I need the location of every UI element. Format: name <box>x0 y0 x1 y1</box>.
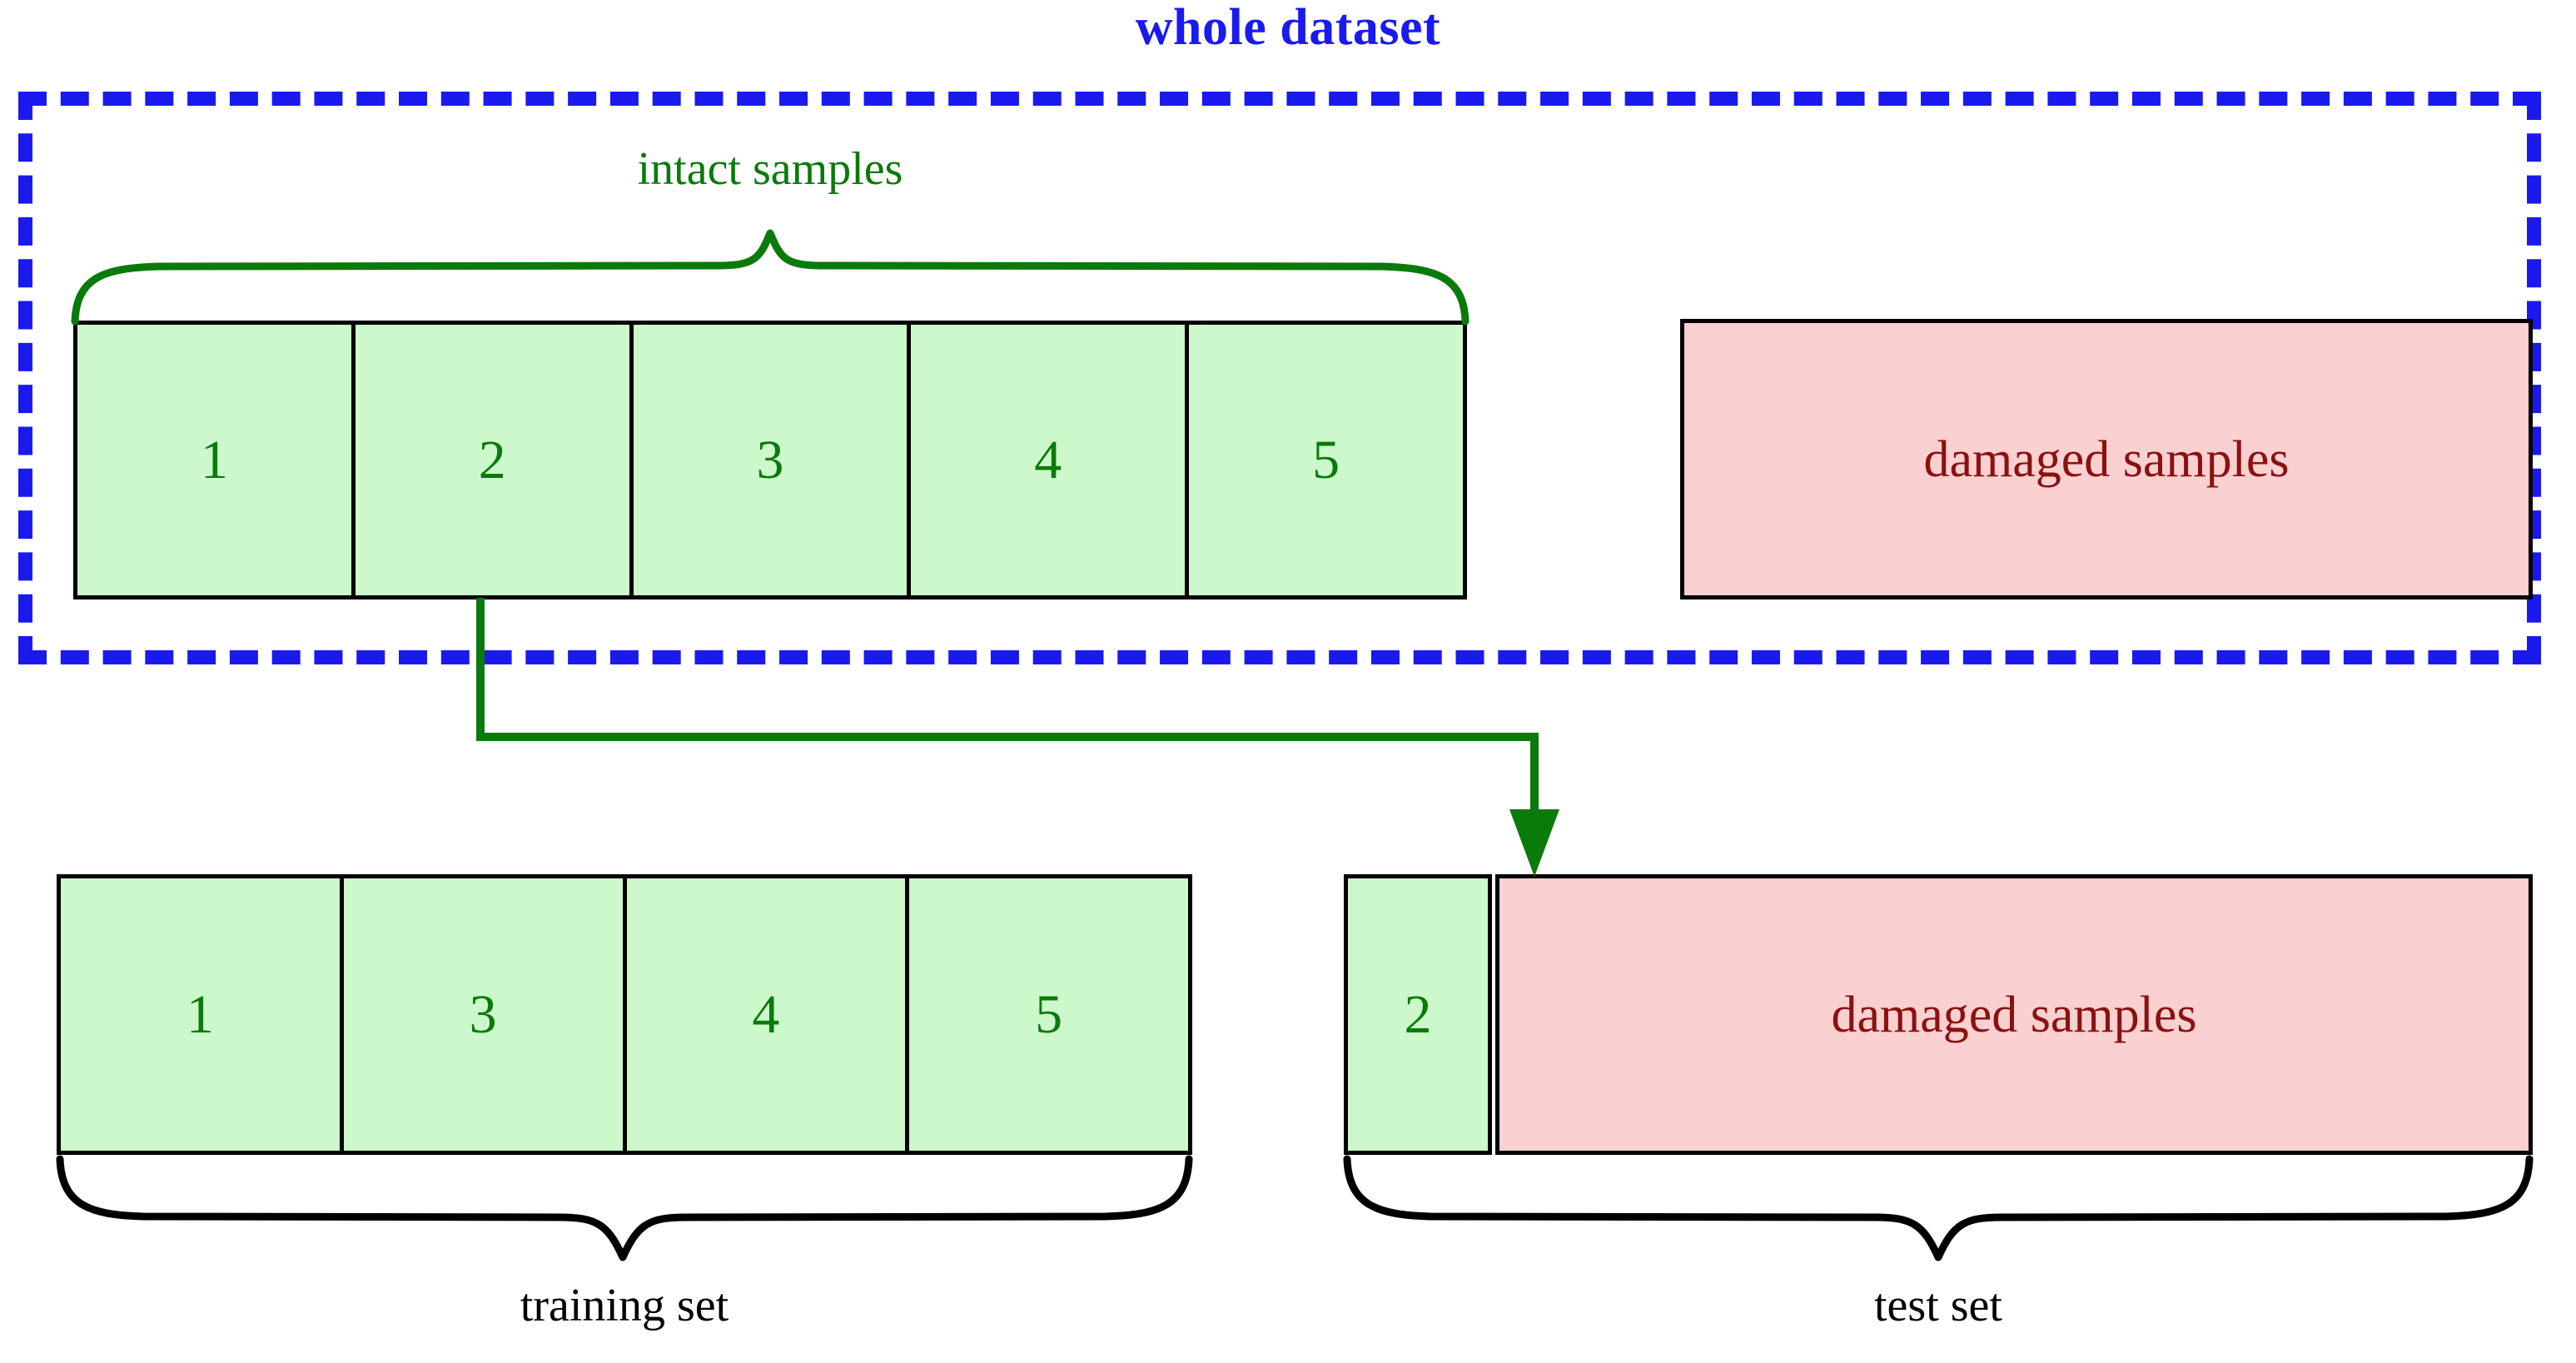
intact-samples-label: intact samples <box>637 143 903 195</box>
sample-cell[interactable]: 4 <box>907 321 1190 599</box>
sample-cell[interactable]: 1 <box>73 321 356 599</box>
damaged-samples-label[interactable]: damaged samples <box>1495 874 2533 1155</box>
damaged-samples-label[interactable]: damaged samples <box>1680 319 2533 599</box>
test-set-row: 2 damaged samples <box>1344 874 2533 1155</box>
connector-arrowhead <box>1509 809 1559 877</box>
sample-cell[interactable]: 4 <box>622 874 910 1155</box>
held-out-sample-cell[interactable]: 2 <box>1344 874 1492 1155</box>
test-set-brace <box>1343 1155 2534 1261</box>
whole-dataset-title: whole dataset <box>1135 0 1441 56</box>
sample-cell[interactable]: 5 <box>1185 321 1467 599</box>
training-set-label: training set <box>520 1280 729 1331</box>
training-set-brace <box>56 1155 1193 1261</box>
training-set-row: 1 3 4 5 <box>57 874 1192 1155</box>
damaged-samples-box-top: damaged samples <box>1680 319 2533 599</box>
sample-cell[interactable]: 3 <box>339 874 627 1155</box>
sample-cell[interactable]: 3 <box>629 321 912 599</box>
intact-samples-row: 1 2 3 4 5 <box>73 321 1467 599</box>
sample-cell[interactable]: 2 <box>351 321 634 599</box>
test-set-label: test set <box>1874 1280 2002 1331</box>
sample-cell[interactable]: 1 <box>57 874 344 1155</box>
sample-cell[interactable]: 5 <box>905 874 1192 1155</box>
